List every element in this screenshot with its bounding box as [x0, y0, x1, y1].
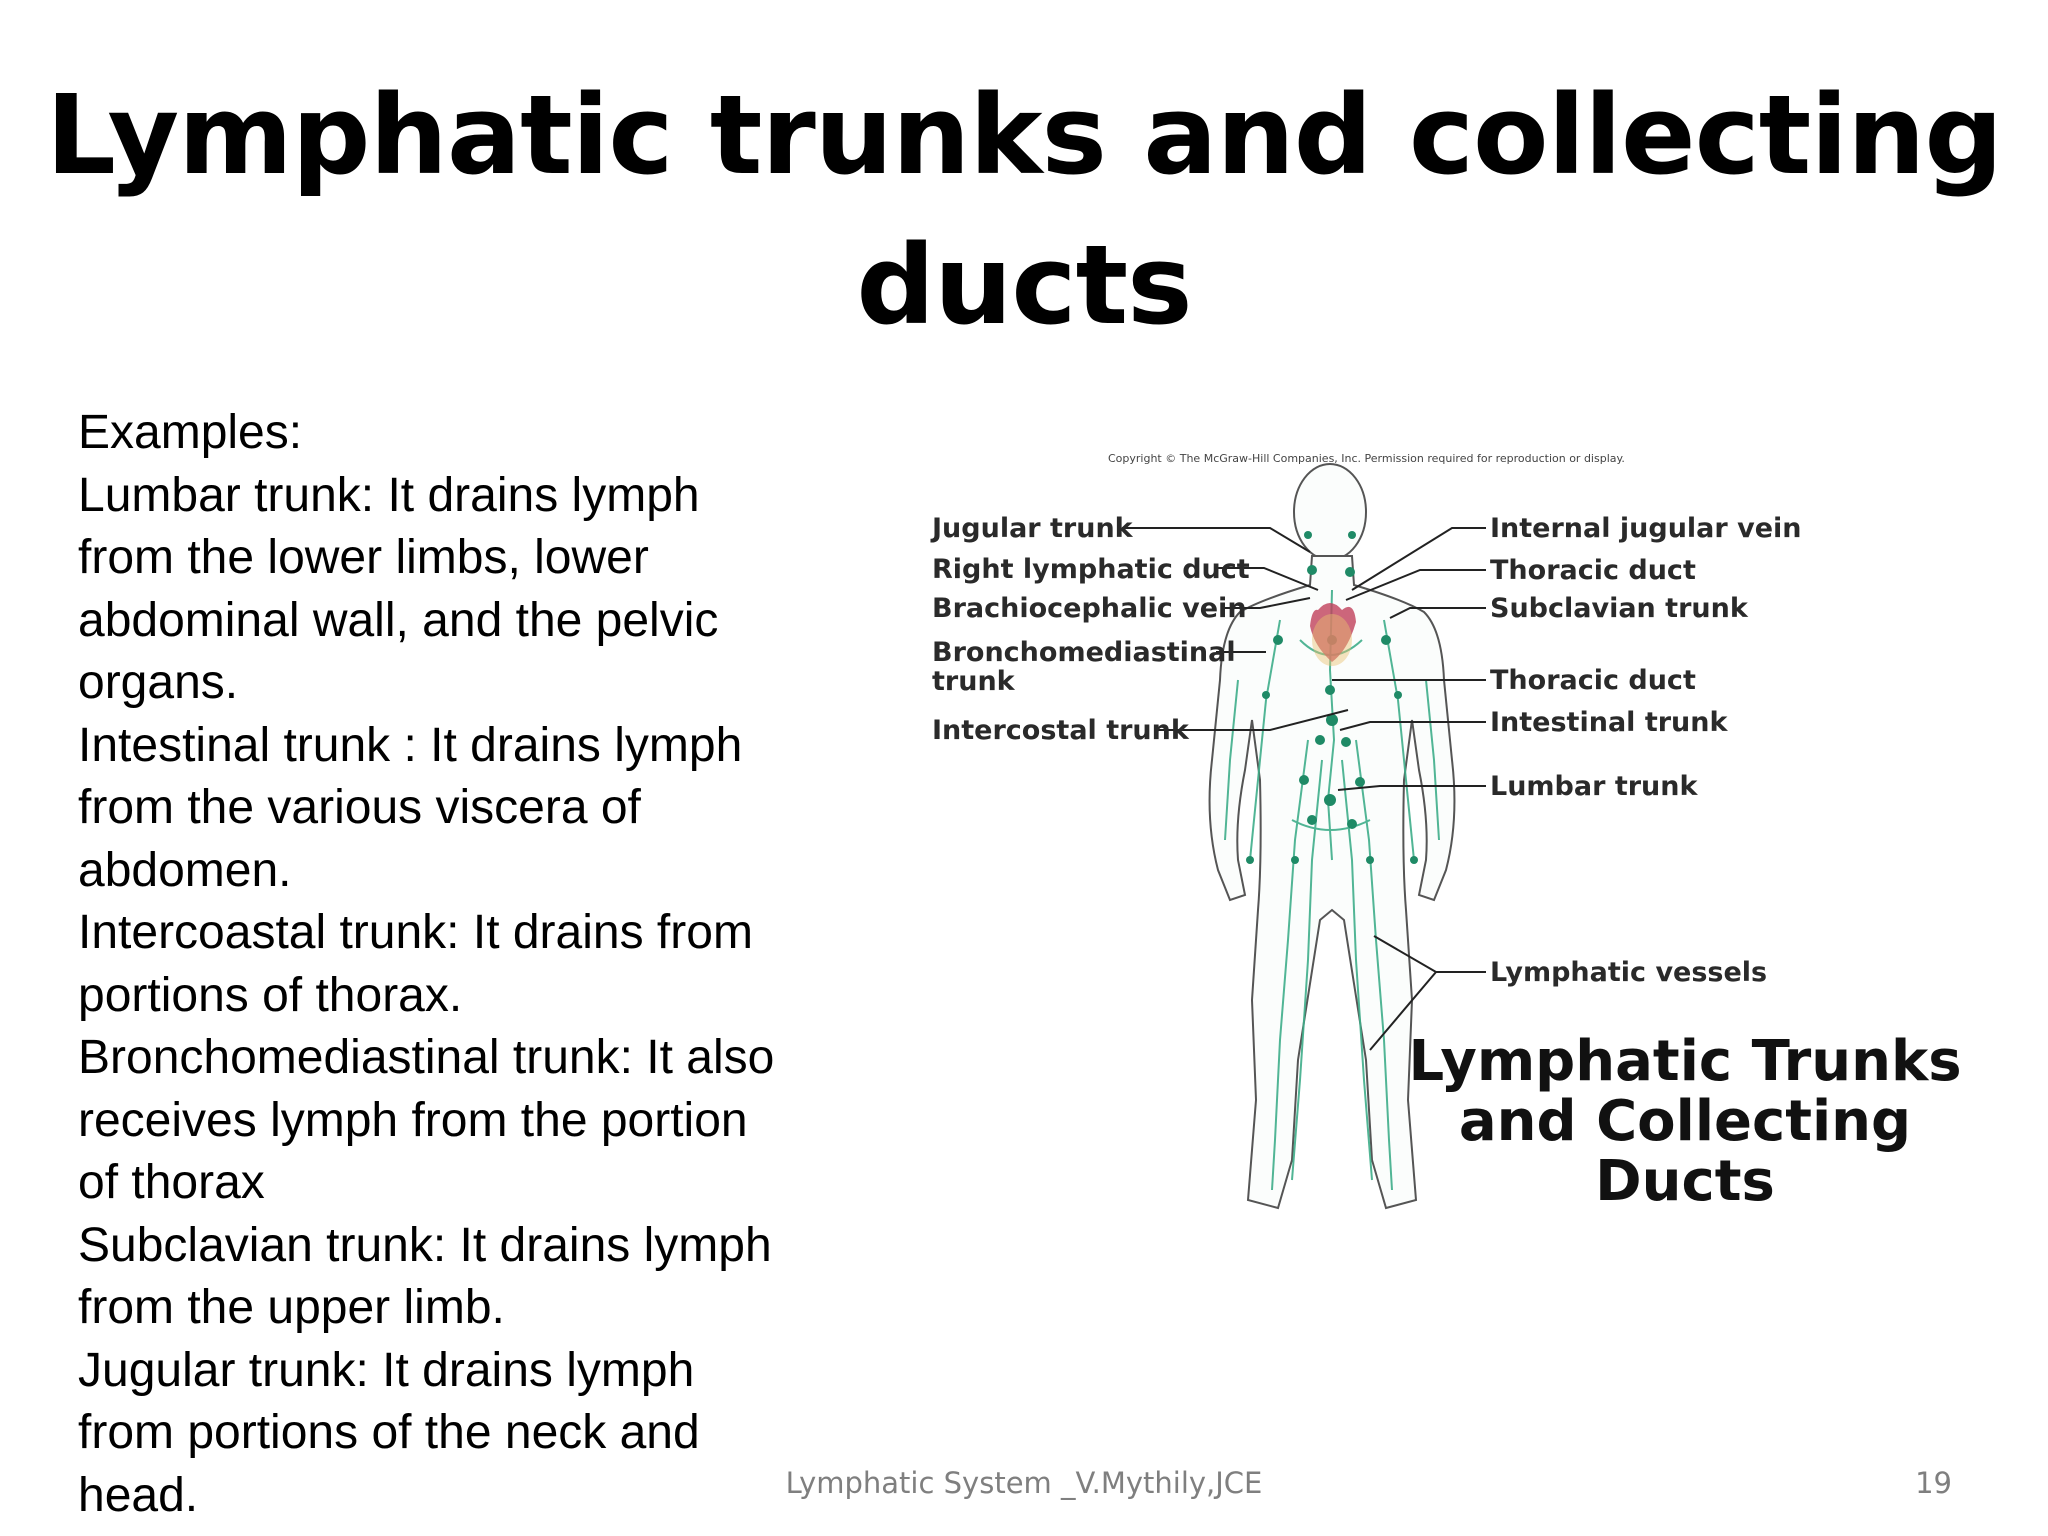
body-line: receives lymph from the portion	[78, 1093, 748, 1147]
body-line: Intercoastal trunk: It drains from	[78, 906, 753, 959]
body-line: Intestinal trunk : It drains lymph	[78, 718, 743, 772]
label-thoracic-duct-lower: Thoracic duct	[1490, 665, 1696, 696]
lymphatic-vessels-network	[1224, 589, 1440, 1191]
body-text: Examples: Lumbar trunk: It drains lymph fr…	[78, 402, 858, 1527]
label-lymphatic-vessels: Lymphatic vessels	[1490, 957, 1767, 988]
body-line: Examples:	[78, 406, 303, 459]
body-line: Jugular trunk: It drains lymph	[78, 1343, 695, 1397]
lymphatic-figure: Copyright © The McGraw-Hill Companies, I…	[900, 440, 1962, 1240]
copyright-notice: Copyright © The McGraw-Hill Companies, I…	[1108, 452, 1625, 465]
figure-caption-line-2: and Collecting	[1459, 1089, 1911, 1154]
body-line: organs.	[78, 656, 239, 709]
heart-icon	[1310, 603, 1356, 666]
figure-caption-line-3: Ducts	[1595, 1149, 1775, 1214]
slide-title: Lymphatic trunks and collecting ducts	[0, 60, 2048, 360]
body-line: Bronchomediastinal trunk: It also	[78, 1031, 775, 1084]
title-line-2: ducts	[856, 221, 1192, 349]
label-intercostal-trunk: Intercostal trunk	[932, 715, 1190, 746]
body-line: from portions of the neck and	[78, 1406, 700, 1459]
label-brachiocephalic-vein: Brachiocephalic vein	[932, 593, 1247, 624]
body-line: abdomen.	[78, 843, 292, 897]
label-internal-jugular-vein: Internal jugular vein	[1490, 513, 1802, 544]
body-line: from the upper limb.	[78, 1281, 505, 1334]
body-line: Subclavian trunk: It drains lymph	[78, 1218, 772, 1272]
slide-footer: Lymphatic System _V.Mythily,JCE	[785, 1466, 1263, 1500]
human-body-outline	[1208, 463, 1456, 1210]
label-intestinal-trunk: Intestinal trunk	[1490, 707, 1728, 738]
body-line: of thorax	[78, 1156, 265, 1209]
lymphatic-diagram: Copyright © The McGraw-Hill Companies, I…	[930, 452, 1962, 1214]
body-line: head.	[78, 1468, 199, 1522]
body-line: Lumbar trunk: It drains lymph	[78, 468, 700, 522]
label-bronchomediastinal-trunk: Bronchomediastinal	[932, 637, 1236, 668]
label-thoracic-duct-upper: Thoracic duct	[1490, 555, 1696, 586]
left-leader-lines	[1122, 527, 1349, 731]
label-lumbar-trunk: Lumbar trunk	[1490, 771, 1698, 802]
body-line: from the lower limbs, lower	[78, 531, 649, 584]
slide-page-number: 19	[1915, 1466, 1952, 1500]
right-leader-lines	[1332, 527, 1486, 1051]
label-jugular-trunk: Jugular trunk	[930, 513, 1134, 544]
body-line: abdominal wall, and the pelvic	[78, 593, 719, 647]
body-line: portions of thorax.	[78, 968, 463, 1022]
label-subclavian-trunk: Subclavian trunk	[1490, 593, 1749, 624]
title-line-1: Lymphatic trunks and collecting	[45, 71, 2003, 199]
lymph-nodes	[1246, 531, 1418, 864]
label-right-lymphatic-duct: Right lymphatic duct	[932, 554, 1250, 585]
figure-caption-line-1: Lymphatic Trunks	[1408, 1029, 1960, 1094]
label-bronchomediastinal-trunk-line2: trunk	[932, 666, 1016, 697]
body-line: from the various viscera of	[78, 781, 641, 834]
